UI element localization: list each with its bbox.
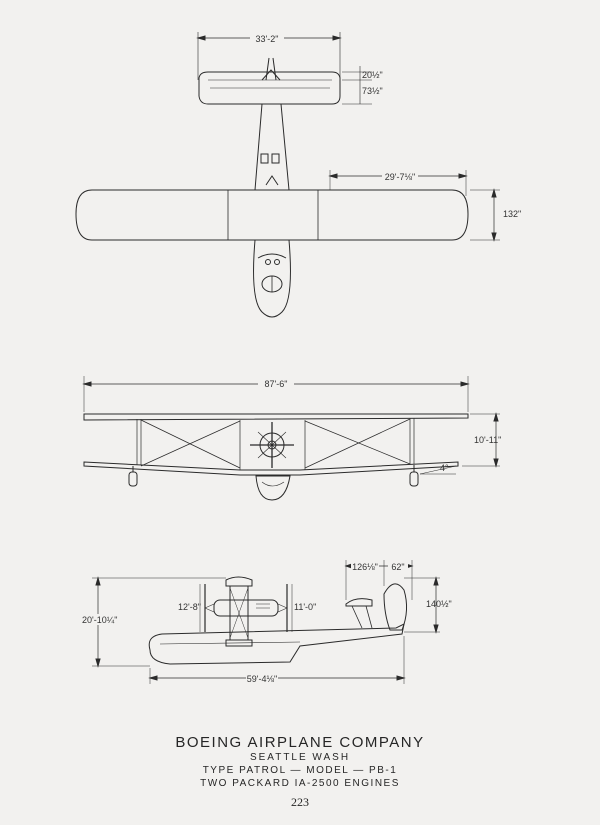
hull-length-dimension: 59'-4⅛" bbox=[148, 636, 406, 684]
wing-gap-dimension: 10'-11" bbox=[462, 412, 501, 468]
tail-chord-total-label: 73½" bbox=[362, 86, 383, 96]
dihedral-label: 4° bbox=[440, 463, 449, 473]
aircraft-type: TYPE PATROL — MODEL — PB-1 bbox=[202, 765, 398, 776]
side-engine bbox=[204, 584, 288, 632]
side-view: 126⅛" 62" 140½" 20'-10¼" bbox=[70, 560, 452, 684]
hull-front bbox=[255, 475, 291, 501]
wing-span-label: 87'-6" bbox=[265, 379, 288, 389]
wing-plan bbox=[75, 189, 469, 241]
engine-nacelles-front bbox=[250, 422, 294, 468]
interplane-bracing bbox=[136, 418, 415, 470]
side-tail bbox=[345, 583, 408, 631]
wing-panel-label: 29'-7⅛" bbox=[385, 172, 415, 182]
lower-wing-front bbox=[83, 461, 459, 476]
prop-dimensions: 12'-8" 11'-0" bbox=[176, 584, 316, 632]
side-wings bbox=[225, 576, 253, 647]
left-float bbox=[128, 471, 138, 487]
plan-view: 33'-2" 20½" 73½" bbox=[75, 32, 521, 318]
tail-chord-dimensions: 20½" 73½" bbox=[342, 66, 383, 105]
wing-chord-label: 132" bbox=[503, 209, 521, 219]
tailplane bbox=[198, 57, 341, 105]
right-float bbox=[409, 471, 419, 487]
company-name: BOEING AIRPLANE COMPANY bbox=[175, 734, 425, 751]
wing-chord-dimension: 132" bbox=[470, 188, 521, 242]
wing-gap-label: 10'-11" bbox=[474, 435, 501, 445]
tail-dimensions-top: 126⅛" 62" bbox=[344, 560, 414, 600]
company-city: SEATTLE WASH bbox=[249, 752, 351, 763]
hull-length-label: 59'-4⅛" bbox=[247, 674, 277, 684]
rudder-height-dimension: 140½" bbox=[404, 576, 452, 634]
overall-height-dimension: 20'-10¼" bbox=[70, 576, 226, 668]
rudder-height-label: 140½" bbox=[426, 599, 452, 609]
wing-panel-dimension: 29'-7⅛" bbox=[328, 170, 468, 196]
tail-span-label: 33'-2" bbox=[256, 34, 279, 44]
hull-plan bbox=[253, 103, 291, 318]
fin-offset-label: 126⅛" bbox=[352, 562, 378, 572]
dihedral-dimension: 4° bbox=[419, 463, 457, 475]
tail-chord-front-label: 20½" bbox=[362, 70, 383, 80]
overall-height-label: 20'-10¼" bbox=[82, 615, 117, 625]
upper-wing-front bbox=[83, 413, 469, 421]
tail-span-dimension: 33'-2" bbox=[196, 32, 342, 80]
prop-rear-label: 11'-0" bbox=[294, 602, 316, 612]
prop-front-label: 12'-8" bbox=[178, 602, 201, 612]
engine-description: TWO PACKARD IA-2500 ENGINES bbox=[200, 778, 400, 789]
wing-span-dimension: 87'-6" bbox=[82, 376, 470, 412]
page-number: 223 bbox=[291, 795, 309, 809]
front-view: 87'-6" bbox=[82, 376, 501, 501]
rudder-chord-label: 62" bbox=[391, 562, 404, 572]
hull-side bbox=[148, 623, 405, 665]
